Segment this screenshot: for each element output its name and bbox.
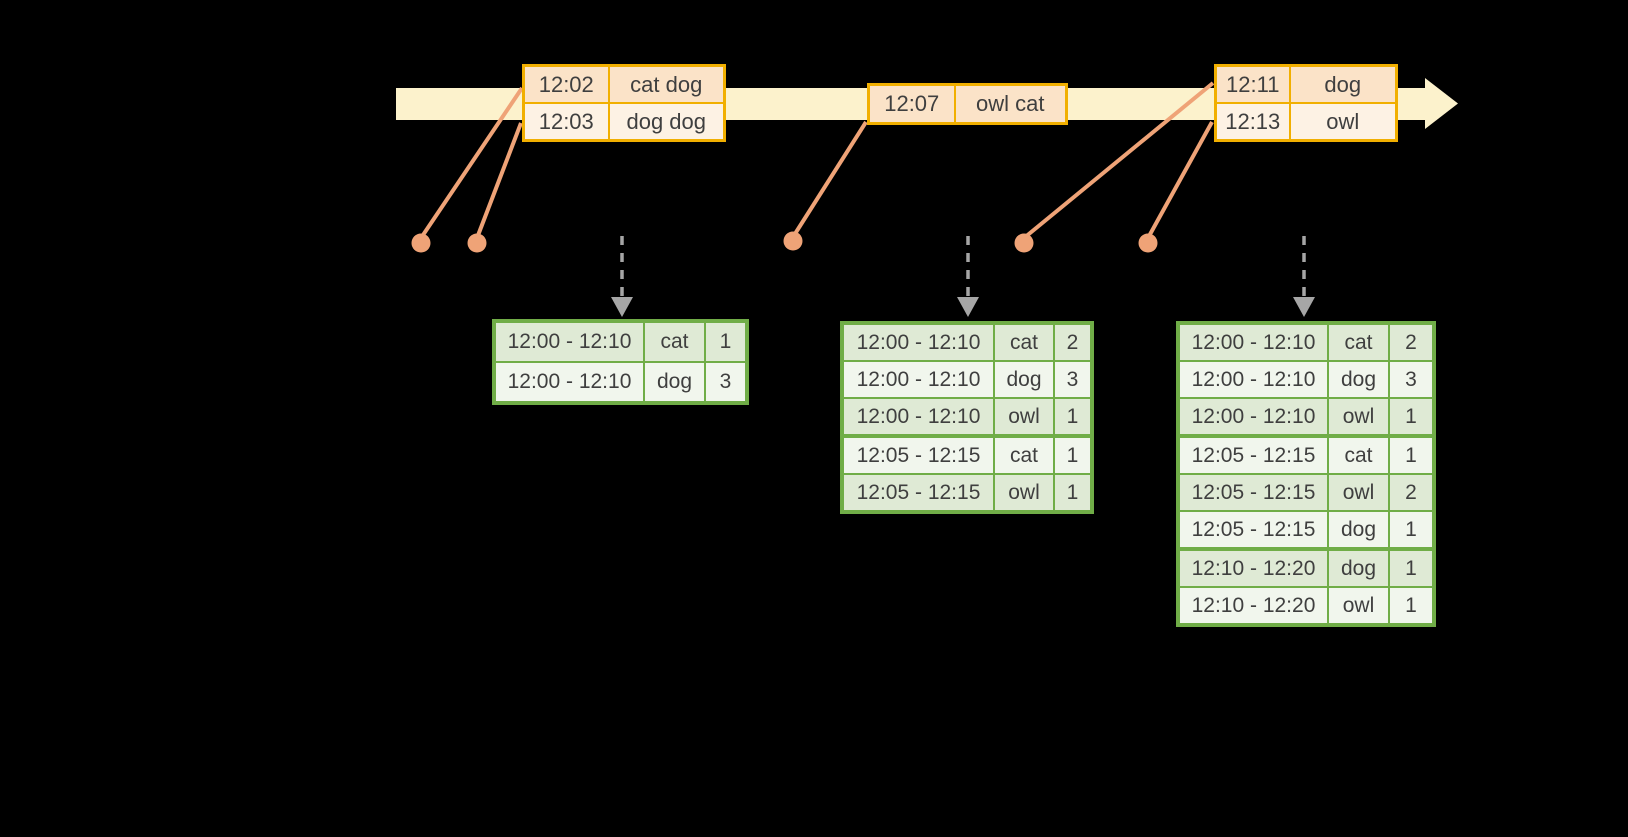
word-cell: owl [1327, 473, 1390, 512]
word-cell: cat [993, 434, 1055, 475]
window-cell: 12:00 - 12:10 [1177, 322, 1329, 362]
event-connector-lines [419, 81, 1215, 240]
event-dot-icon [467, 233, 487, 253]
word-cell: dog [993, 360, 1055, 399]
count-cell: 1 [1388, 510, 1435, 550]
word-cell: owl [1327, 397, 1390, 437]
count-cell: 1 [1053, 473, 1093, 513]
event-dot-icon [1138, 233, 1158, 253]
window-cell: 12:10 - 12:20 [1177, 547, 1329, 588]
window-cell: 12:00 - 12:10 [841, 322, 995, 362]
count-cell: 1 [1388, 397, 1435, 437]
count-cell: 1 [1053, 397, 1093, 437]
trigger-down-arrowhead-icon [1293, 297, 1315, 317]
trigger-arrows [611, 236, 1315, 317]
word-cell: dog [1327, 547, 1390, 588]
window-cell: 12:00 - 12:10 [493, 361, 645, 404]
count-cell: 1 [1053, 434, 1093, 475]
words-cell: dog [1288, 64, 1398, 104]
timeline-arrow-icon [1425, 78, 1458, 129]
count-cell: 2 [1053, 322, 1093, 362]
word-cell: cat [643, 320, 706, 363]
event-connector-line [791, 120, 868, 239]
count-cell: 3 [1388, 360, 1435, 399]
window-cell: 12:05 - 12:15 [1177, 473, 1329, 512]
time-cell: 12:03 [522, 102, 610, 142]
word-cell: cat [1327, 434, 1390, 475]
count-cell: 2 [1388, 473, 1435, 512]
window-cell: 12:00 - 12:10 [841, 360, 995, 399]
word-cell: owl [993, 473, 1055, 513]
event-connector-line [475, 122, 523, 239]
time-cell: 12:02 [522, 64, 610, 104]
time-cell: 12:11 [1214, 64, 1291, 104]
words-cell: dog dog [607, 102, 726, 142]
count-cell: 2 [1388, 322, 1435, 362]
words-cell: owl cat [953, 83, 1068, 125]
window-cell: 12:00 - 12:10 [841, 397, 995, 437]
window-cell: 12:00 - 12:10 [1177, 360, 1329, 399]
count-cell: 3 [1053, 360, 1093, 399]
word-cell: dog [1327, 360, 1390, 399]
event-dots [411, 231, 1158, 253]
window-cell: 12:00 - 12:10 [493, 320, 645, 363]
word-cell: cat [993, 322, 1055, 362]
window-cell: 12:05 - 12:15 [1177, 510, 1329, 550]
event-dot-icon [1014, 233, 1034, 253]
word-cell: owl [993, 397, 1055, 437]
word-cell: dog [1327, 510, 1390, 550]
event-dot-icon [783, 231, 803, 251]
count-cell: 1 [1388, 434, 1435, 475]
event-dot-icon [411, 233, 431, 253]
count-cell: 1 [704, 320, 748, 363]
event-connector-line [419, 86, 524, 240]
word-cell: dog [643, 361, 706, 404]
window-cell: 12:10 - 12:20 [1177, 586, 1329, 626]
window-cell: 12:05 - 12:15 [841, 434, 995, 475]
window-cell: 12:05 - 12:15 [1177, 434, 1329, 475]
time-cell: 12:13 [1214, 102, 1291, 142]
words-cell: owl [1288, 102, 1398, 142]
trigger-down-arrowhead-icon [611, 297, 633, 317]
count-cell: 1 [1388, 547, 1435, 588]
count-cell: 3 [704, 361, 748, 404]
words-cell: cat dog [607, 64, 726, 104]
window-cell: 12:00 - 12:10 [1177, 397, 1329, 437]
time-cell: 12:07 [867, 83, 956, 125]
count-cell: 1 [1388, 586, 1435, 626]
trigger-down-arrowhead-icon [957, 297, 979, 317]
event-connector-line [1022, 81, 1215, 240]
word-cell: owl [1327, 586, 1390, 626]
event-connector-line [1146, 121, 1214, 239]
word-cell: cat [1327, 322, 1390, 362]
window-cell: 12:05 - 12:15 [841, 473, 995, 513]
